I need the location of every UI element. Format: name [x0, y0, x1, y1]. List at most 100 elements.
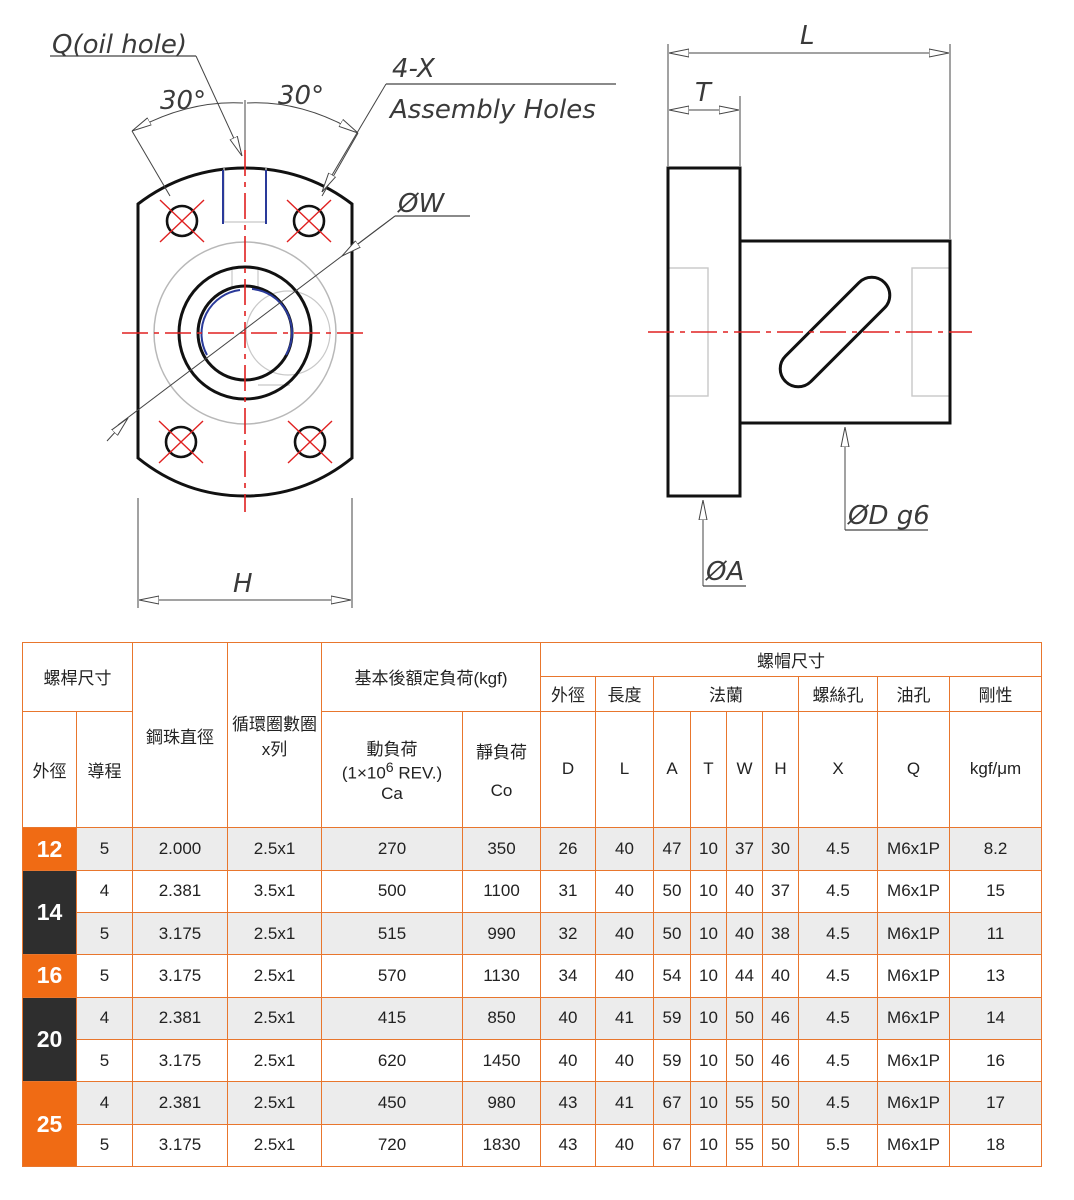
cell-lead: 4 — [76, 996, 133, 1040]
cell-W: 37 — [726, 827, 763, 871]
cell-rig: 13 — [948, 954, 1043, 998]
header-flange: 法蘭 — [653, 676, 799, 712]
cell-X: 4.5 — [798, 996, 878, 1040]
cell-H: 38 — [762, 912, 799, 956]
cell-W: 50 — [726, 1038, 763, 1083]
static-line-1: 靜負荷 — [476, 742, 527, 762]
header-D: D — [540, 710, 596, 829]
cell-D: 32 — [540, 912, 596, 956]
cell-ball: 2.000 — [132, 827, 228, 871]
cell-L: 41 — [595, 996, 654, 1040]
cell-D: 40 — [540, 996, 596, 1040]
cell-D: 40 — [540, 1038, 596, 1083]
cell-co: 1100 — [462, 869, 541, 914]
cell-lead: 5 — [76, 827, 133, 871]
cell-co: 1830 — [462, 1123, 541, 1168]
header-lead: 導程 — [76, 710, 133, 829]
cell-H: 40 — [762, 954, 799, 998]
header-X: X — [798, 710, 878, 829]
cell-X: 4.5 — [798, 912, 878, 956]
cell-X: 4.5 — [798, 1081, 878, 1125]
cell-A: 59 — [653, 1038, 691, 1083]
cell-lead: 5 — [76, 954, 133, 998]
cell-circ: 2.5x1 — [227, 912, 322, 956]
cell-circ: 2.5x1 — [227, 1038, 322, 1083]
cell-circ: 2.5x1 — [227, 1123, 322, 1168]
cell-ca: 450 — [321, 1081, 463, 1125]
header-Q: Q — [877, 710, 950, 829]
cell-ball: 3.175 — [132, 954, 228, 998]
cell-ball: 2.381 — [132, 996, 228, 1040]
cell-ca: 500 — [321, 869, 463, 914]
cell-L: 40 — [595, 912, 654, 956]
cell-L: 40 — [595, 954, 654, 998]
cell-T: 10 — [690, 827, 727, 871]
cell-W: 44 — [726, 954, 763, 998]
cell-ca: 415 — [321, 996, 463, 1040]
cell-Q: M6x1P — [877, 912, 950, 956]
screw-size-cell: 20 — [22, 996, 77, 1083]
header-unit: kgf/μm — [948, 710, 1043, 829]
cell-rig: 16 — [948, 1038, 1043, 1083]
h-label: H — [233, 569, 253, 599]
cell-Q: M6x1P — [877, 1123, 950, 1168]
cell-circ: 3.5x1 — [227, 869, 322, 914]
header-load-rating: 基本後額定負荷(kgf) — [321, 642, 541, 712]
cell-T: 10 — [690, 869, 727, 914]
cell-X: 5.5 — [798, 1123, 878, 1168]
cell-H: 50 — [762, 1123, 799, 1168]
cell-Q: M6x1P — [877, 996, 950, 1040]
cell-lead: 5 — [76, 1038, 133, 1083]
cell-X: 4.5 — [798, 954, 878, 998]
cell-W: 55 — [726, 1123, 763, 1168]
static-line-2: Co — [490, 780, 513, 800]
header-nut-dims: 螺帽尺寸 — [539, 641, 1043, 678]
cell-co: 980 — [462, 1081, 541, 1125]
header-outer-dia: 外徑 — [540, 676, 596, 712]
header-screw-hole: 螺絲孔 — [798, 676, 878, 712]
cell-ca: 270 — [321, 827, 463, 871]
cell-Q: M6x1P — [877, 954, 950, 998]
header-H: H — [762, 710, 799, 829]
cell-ca: 720 — [321, 1123, 463, 1168]
cell-circ: 2.5x1 — [227, 827, 322, 871]
side-view: L T ØD g6 ØA — [648, 21, 972, 587]
cell-ball: 3.175 — [132, 1038, 228, 1083]
l-label: L — [800, 21, 815, 51]
cell-D: 34 — [540, 954, 596, 998]
dynamic-line-2: (1×106 REV.) — [341, 760, 443, 783]
cell-circ: 2.5x1 — [227, 996, 322, 1040]
a-label: ØA — [705, 557, 744, 587]
technical-drawing: 30° 30° Q(oil hole) 4-X Assembly Holes Ø… — [50, 21, 972, 608]
cell-A: 47 — [653, 827, 691, 871]
screw-size-cell: 25 — [22, 1081, 77, 1167]
cell-co: 850 — [462, 996, 541, 1040]
cell-ball: 3.175 — [132, 1123, 228, 1168]
cell-ca: 620 — [321, 1038, 463, 1083]
cell-ball: 2.381 — [132, 869, 228, 914]
header-static-load: 靜負荷 Co — [462, 710, 541, 829]
cell-L: 40 — [595, 1038, 654, 1083]
cell-A: 50 — [653, 912, 691, 956]
cell-T: 10 — [690, 1081, 727, 1125]
cell-X: 4.5 — [798, 1038, 878, 1083]
cell-Q: M6x1P — [877, 869, 950, 914]
holes-count-label: 4-X — [392, 54, 436, 84]
holes-text-label: Assembly Holes — [388, 95, 596, 125]
screw-size-cell: 12 — [22, 827, 77, 871]
cell-lead: 4 — [76, 1081, 133, 1125]
cell-T: 10 — [690, 1123, 727, 1168]
cell-D: 43 — [540, 1123, 596, 1168]
angle-left-label: 30° — [160, 86, 206, 116]
cell-D: 43 — [540, 1081, 596, 1125]
spec-table: 螺桿尺寸 鋼珠直徑 循環圈數圈x列 基本後額定負荷(kgf) 螺帽尺寸 外徑 長… — [22, 641, 1043, 1168]
cell-lead: 5 — [76, 1123, 133, 1168]
cell-co: 350 — [462, 827, 541, 871]
cell-ca: 515 — [321, 912, 463, 956]
cell-lead: 5 — [76, 912, 133, 956]
header-od: 外徑 — [22, 710, 77, 829]
cell-circ: 2.5x1 — [227, 1081, 322, 1125]
